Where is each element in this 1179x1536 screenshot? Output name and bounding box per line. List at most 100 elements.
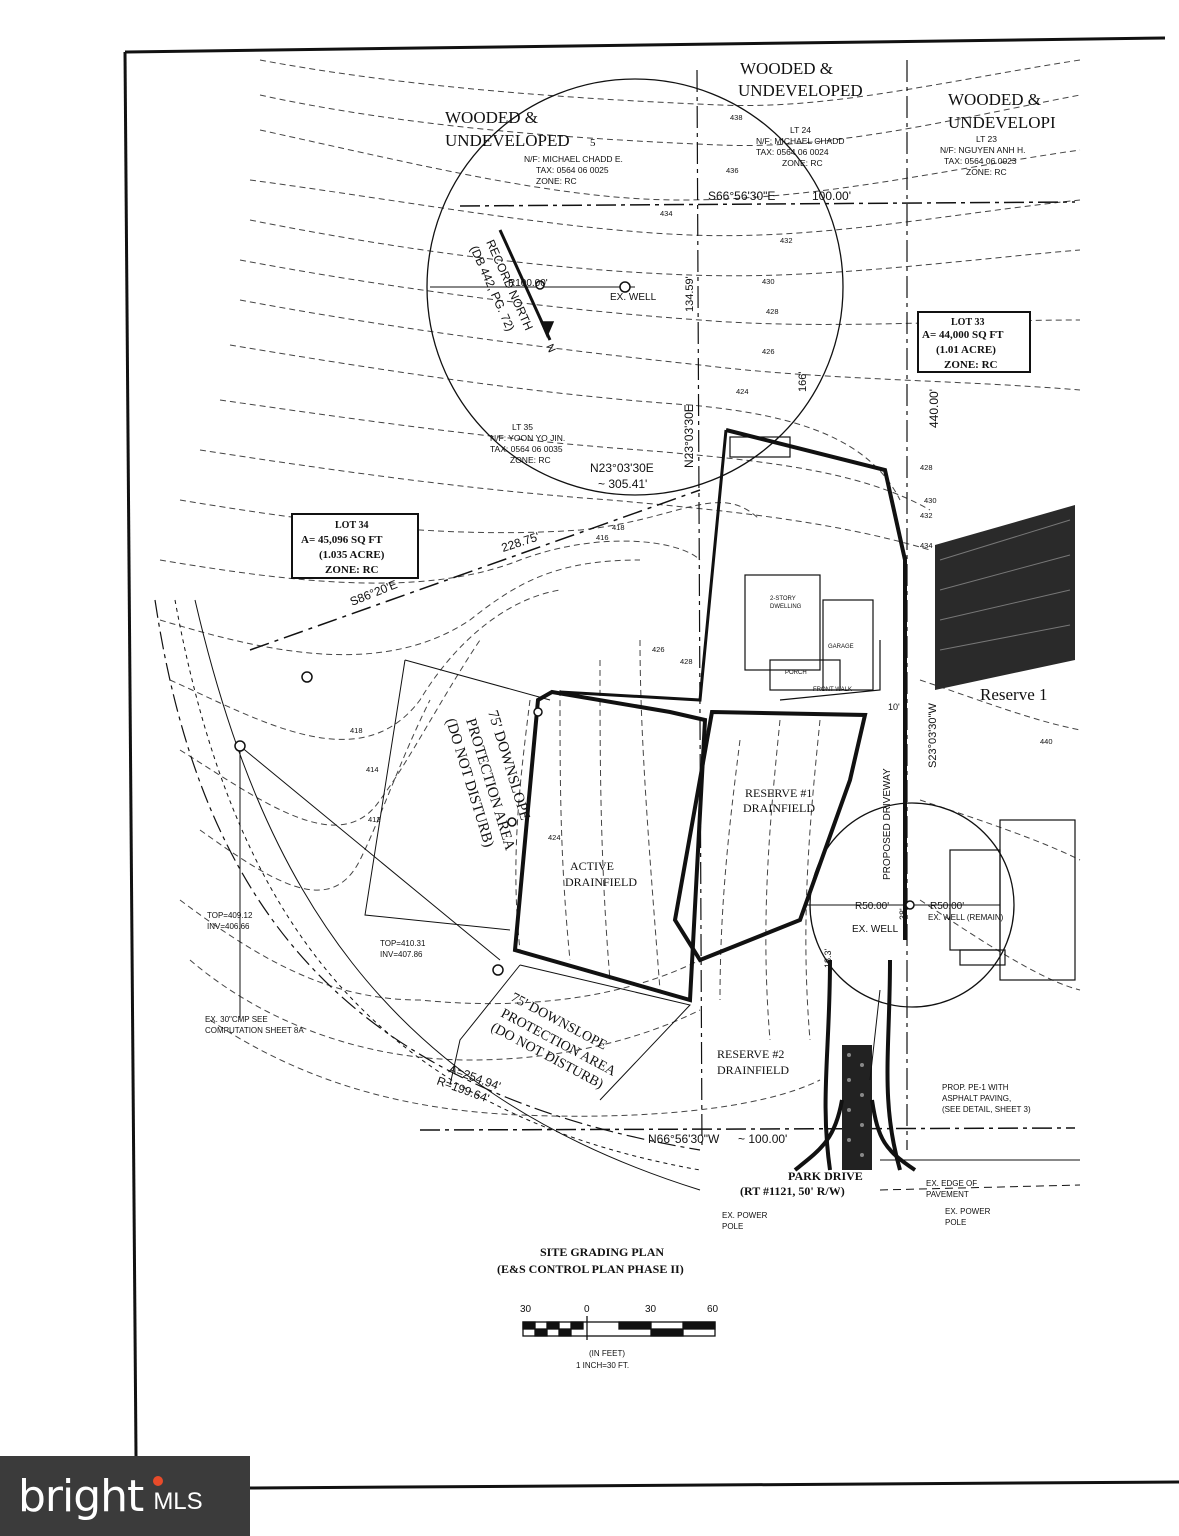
label-front-walk: FRONT WALK: [813, 687, 852, 693]
label-distance-228: 228.75': [500, 529, 541, 554]
label-dim-18: 18.3': [823, 948, 833, 968]
label-contour-440: 440: [1040, 737, 1053, 746]
label-pole-1a: EX. POWER: [722, 1211, 768, 1220]
label-north-n: N: [543, 342, 557, 354]
label-lt35: LT 35: [512, 422, 533, 432]
label-radius-100: R100.00': [508, 278, 548, 289]
label-contour-430b: 430: [924, 496, 937, 505]
label-lot34-title: LOT 34: [335, 520, 368, 531]
label-contour-438: 438: [730, 113, 743, 122]
label-park-drive-rt: (RT #1121, 50' R/W): [740, 1184, 845, 1198]
scale-tick-30a: 30: [520, 1304, 532, 1315]
label-reserve2-b: DRAINFIELD: [717, 1063, 789, 1077]
title-line-2: (E&S CONTROL PLAN PHASE II): [497, 1262, 684, 1276]
label-contour-418b: 418: [350, 726, 363, 735]
label-contour-434: 434: [660, 209, 673, 218]
label-bearing-s86: S86°20'E: [348, 577, 399, 609]
label-bearing-bottom: N66°56'30"W: [648, 1132, 720, 1146]
label-contour-430: 430: [762, 277, 775, 286]
label-contour-436: 436: [726, 166, 739, 175]
label-garage: GARAGE: [828, 644, 854, 650]
label-dim-10: 10': [888, 702, 900, 712]
label-park-drive: PARK DRIVE: [788, 1169, 863, 1183]
drainfield-outlines: [512, 428, 907, 1171]
label-lt25-zone: ZONE: RC: [536, 176, 577, 186]
scale-tick-30b: 30: [645, 1304, 657, 1315]
label-edge-b: PAVEMENT: [926, 1190, 969, 1199]
label-lt35-owner: N/F: YOON YO JIN.: [490, 433, 565, 443]
label-wooded-c: WOODED &: [948, 90, 1041, 109]
scale-units: (IN FEET): [589, 1349, 625, 1358]
label-bearing-west: N23°03'30E: [682, 404, 696, 468]
label-house-b: DWELLING: [770, 604, 802, 610]
label-lt35-tax: TAX: 0564 06 0035: [490, 444, 563, 454]
label-active-b: DRAINFIELD: [565, 875, 637, 889]
adjacent-building-hatch: [935, 505, 1075, 690]
label-distance-134: 134.59': [684, 276, 696, 312]
north-arrow-icon: [539, 321, 555, 338]
logo-mls: MLS: [153, 1488, 203, 1515]
scale-bar: [522, 1316, 716, 1340]
label-reserve1-drain-a: RESERVE #1: [745, 786, 812, 800]
label-cmp-a: EX. 30"CMP SEE: [205, 1015, 268, 1024]
label-reserve2-a: RESERVE #2: [717, 1047, 784, 1061]
label-contour-428b: 428: [766, 307, 779, 316]
label-undeveloped-c: UNDEVELOPI: [948, 113, 1056, 132]
scale-tick-0: 0: [584, 1304, 590, 1315]
asphalt-apron: [842, 1045, 872, 1170]
label-undeveloped-b: UNDEVELOPED: [738, 81, 863, 100]
label-top-2: TOP=410.31: [380, 939, 426, 948]
label-contour-426b: 426: [762, 347, 775, 356]
label-bearing-diag: N23°03'30E: [590, 461, 654, 475]
adjacent-house: [949, 819, 1076, 981]
label-wooded-b: WOODED &: [740, 59, 833, 78]
label-bearing-s23: S23°03'30"W: [927, 703, 939, 768]
label-edge-a: EX. EDGE OF: [926, 1179, 977, 1188]
brightmls-logo: bright MLS: [0, 1456, 250, 1536]
label-inv-1: INV=406.66: [207, 922, 250, 931]
label-dim-38: 38': [898, 908, 908, 920]
label-distance-top: 100.00': [812, 189, 851, 203]
label-top-1: TOP=409.12: [207, 911, 253, 920]
label-lt23-tax: TAX: 0564 06 0023: [944, 156, 1017, 166]
scale-ratio: 1 INCH=30 FT.: [576, 1361, 629, 1370]
logo-word: bright: [18, 1470, 144, 1522]
label-lot33-area: A= 44,000 SQ FT: [922, 329, 1004, 341]
label-distance-305: ~ 305.41': [598, 477, 647, 491]
label-porch: PORCH: [785, 670, 807, 676]
label-radius-50-a: R50.00': [855, 901, 889, 912]
label-reserve1: Reserve 1: [980, 685, 1048, 704]
label-contour-416: 416: [596, 533, 609, 542]
title-line-1: SITE GRADING PLAN: [540, 1245, 664, 1259]
label-lt24: LT 24: [790, 125, 811, 135]
label-wooded-a: WOODED &: [445, 108, 538, 127]
label-lt24-zone: ZONE: RC: [782, 158, 823, 168]
label-ex-well: EX. WELL: [610, 292, 657, 303]
label-reserve1-drain-b: DRAINFIELD: [743, 801, 815, 815]
label-lot33-acre: (1.01 ACRE): [936, 344, 996, 356]
label-undeveloped-a: UNDEVELOPED: [445, 131, 570, 150]
label-undeveloped-a-suffix: 5: [590, 137, 596, 149]
property-lines: [154, 60, 1081, 1191]
label-pe1-c: (SEE DETAIL, SHEET 3): [942, 1105, 1031, 1114]
label-lot34-acre: (1.035 ACRE): [319, 549, 385, 561]
label-pe1-a: PROP. PE-1 WITH: [942, 1083, 1009, 1092]
label-contour-424b: 424: [736, 387, 749, 396]
label-ex-well-2: EX. WELL: [852, 924, 899, 935]
label-cmp-b: COMPUTATION SHEET 8A: [205, 1026, 304, 1035]
label-distance-166: 166': [797, 372, 809, 392]
label-lt23-owner: N/F: NGUYEN ANH H.: [940, 145, 1025, 155]
label-contour-432: 432: [780, 236, 793, 245]
label-contour-426: 426: [652, 645, 665, 654]
label-bearing-top: S66°56'30"E: [708, 189, 775, 203]
scale-tick-60: 60: [707, 1304, 719, 1315]
label-contour-432b: 432: [920, 511, 933, 520]
label-contour-424: 424: [548, 833, 561, 842]
label-ex-well-remain: EX. WELL (REMAIN): [928, 913, 1004, 922]
label-lot34-zone: ZONE: RC: [325, 564, 379, 576]
label-lt24-tax: TAX: 0564 06 0024: [756, 147, 829, 157]
label-lot34-area: A= 45,096 SQ FT: [301, 534, 383, 546]
lot-boxes: [291, 311, 1031, 579]
well-markers: [234, 280, 915, 976]
